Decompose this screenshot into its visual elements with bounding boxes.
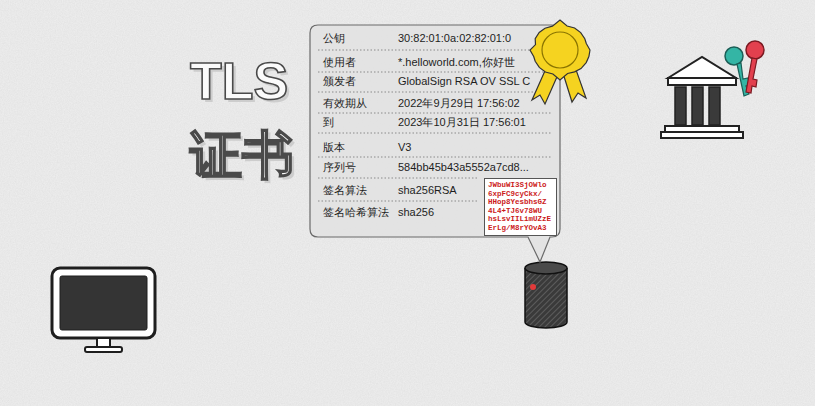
- server-body: [525, 268, 567, 328]
- key-bow: [725, 47, 743, 65]
- field-name: 有效期从: [323, 96, 367, 110]
- callout-shape: [310, 25, 560, 262]
- field-value: 2023年10月31日 17:56:01: [398, 115, 526, 129]
- field-name: 版本: [323, 140, 345, 154]
- field-name-cell: 公钥: [323, 31, 345, 45]
- field-value: sha256: [398, 205, 434, 219]
- field-value-cell: 584bb45b43a5552a7cd8...: [398, 160, 529, 174]
- field-name: 签名哈希算法: [323, 205, 389, 219]
- title-block: TLS 证书: [190, 44, 315, 192]
- signature-text: JWbuWI3SjOWlo 6xpFC9cyCkx/ HHop8YesbhsGZ…: [488, 181, 553, 233]
- field-name-cell: 版本: [323, 140, 345, 154]
- field-value-cell: GlobalSign RSA OV SSL C: [398, 74, 530, 88]
- field-value: sha256RSA: [398, 183, 457, 197]
- field-value: 584bb45b43a5552a7cd8...: [398, 160, 529, 174]
- server-light: [530, 284, 536, 290]
- server-icon: [525, 262, 567, 328]
- monitor-base: [85, 347, 122, 352]
- rosette-ribbon: [562, 64, 586, 102]
- field-name: 公钥: [323, 31, 345, 45]
- certificate-callout: 公钥 30:82:01:0a:02:82:01:0 使用者 *.helloworld.…: [310, 25, 560, 237]
- field-value: 2022年9月29日 17:56:02: [398, 96, 520, 110]
- red-key: [746, 41, 764, 93]
- rosette-ribbon: [532, 64, 560, 104]
- bank-column: [692, 87, 703, 125]
- field-value-cell: sha256RSA: [398, 183, 457, 197]
- row-separator: [318, 92, 552, 93]
- row-separator: [318, 50, 552, 51]
- field-name-cell: 使用者: [323, 55, 356, 69]
- row-separator: [318, 113, 552, 114]
- server-top: [525, 262, 567, 274]
- field-name-cell: 到: [323, 115, 334, 129]
- field-value-cell: 2022年9月29日 17:56:02: [398, 96, 520, 110]
- field-value-cell: 2023年10月31日 17:56:01: [398, 115, 526, 129]
- field-value: V3: [398, 140, 411, 154]
- field-value: GlobalSign RSA OV SSL C: [398, 74, 530, 88]
- monitor-frame: [52, 268, 155, 338]
- field-value-cell: 30:82:01:0a:02:82:01:0: [398, 31, 511, 45]
- field-value-cell: *.helloworld.com,你好世: [398, 55, 515, 69]
- bank-column: [709, 87, 720, 125]
- bank-lintel: [668, 78, 736, 85]
- field-value-cell: V3: [398, 140, 411, 154]
- field-name-cell: 签名算法: [323, 183, 367, 197]
- bank-icon: [661, 41, 764, 138]
- field-name-cell: 有效期从: [323, 96, 367, 110]
- key-bow: [746, 41, 764, 59]
- field-name: 签名算法: [323, 183, 367, 197]
- field-name: 颁发者: [323, 74, 356, 88]
- key-blade: [746, 58, 757, 93]
- rosette-star: [530, 20, 590, 80]
- rosette-ring: [542, 32, 578, 68]
- award-rosette: [530, 20, 590, 104]
- monitor-screen: [60, 276, 147, 330]
- signature-box: JWbuWI3SjOWlo 6xpFC9cyCkx/ HHop8YesbhsGZ…: [484, 178, 557, 236]
- bank-step: [661, 132, 743, 138]
- field-name-cell: 序列号: [323, 160, 356, 174]
- field-value: *.helloworld.com,你好世: [398, 55, 515, 69]
- row-separator: [318, 72, 552, 73]
- field-name: 使用者: [323, 55, 356, 69]
- field-name-cell: 签名哈希算法: [323, 205, 389, 219]
- field-name: 序列号: [323, 160, 356, 174]
- bank-column: [675, 87, 686, 125]
- field-name: 到: [323, 115, 334, 129]
- title-text: TLS 证书: [190, 44, 315, 192]
- row-separator: [318, 201, 478, 202]
- row-separator: [318, 133, 552, 134]
- field-value: 30:82:01:0a:02:82:01:0: [398, 31, 511, 45]
- monitor-icon: [52, 268, 155, 352]
- row-separator: [318, 178, 478, 179]
- row-separator: [318, 157, 552, 158]
- field-name-cell: 颁发者: [323, 74, 356, 88]
- row-separators: [318, 50, 552, 201]
- field-value-cell: sha256: [398, 205, 434, 219]
